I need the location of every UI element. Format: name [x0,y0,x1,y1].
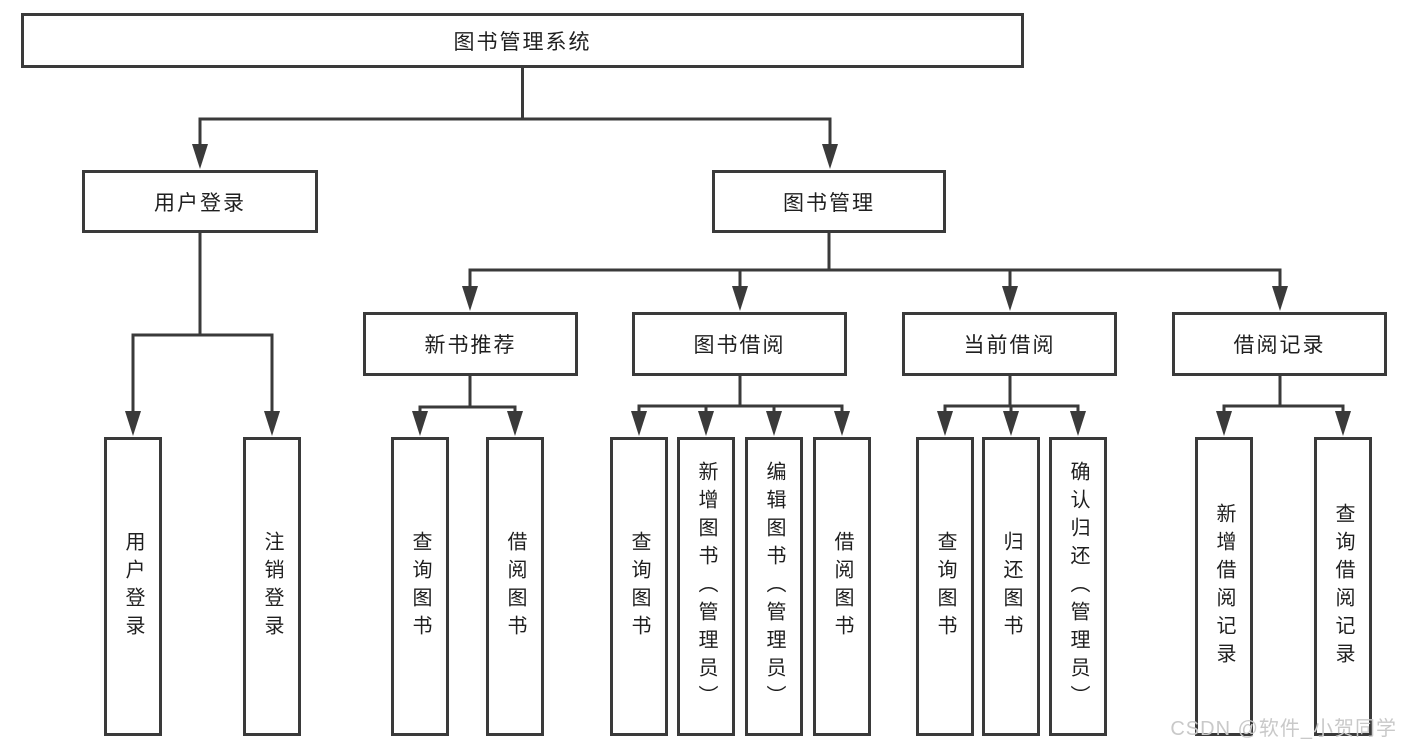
leaf-bw-edit-books-admin: 编辑图书（管理员） [745,437,803,736]
leaf-rec-query-record: 查询借阅记录 [1314,437,1372,736]
node-book-management: 图书管理 [712,170,946,233]
node-book-management-label: 图书管理 [783,191,875,215]
leaf-rec-query-record-label: 查询借阅记录 [1332,502,1354,671]
leaf-cur-query-books: 查询图书 [916,437,974,736]
leaf-logout-label: 注销登录 [261,530,283,643]
leaf-bw-query-books: 查询图书 [610,437,668,736]
leaf-cur-confirm-return-admin: 确认归还（管理员） [1049,437,1107,736]
node-current-borrow-label: 当前借阅 [963,334,1056,357]
leaf-bw-borrow-books: 借阅图书 [813,437,871,736]
node-user-login-label: 用户登录 [154,191,246,215]
leaf-rec-add-record: 新增借阅记录 [1195,437,1253,736]
leaf-user-login-label: 用户登录 [122,530,144,643]
node-user-login: 用户登录 [82,170,318,233]
node-new-book-recommend: 新书推荐 [363,312,578,376]
node-new-book-recommend-label: 新书推荐 [424,334,517,357]
leaf-bw-add-books-admin: 新增图书（管理员） [677,437,735,736]
node-root-label: 图书管理系统 [453,30,592,54]
leaf-cur-return-books-label: 归还图书 [1000,530,1022,643]
leaf-nb-borrow-books: 借阅图书 [486,437,544,736]
node-book-borrow: 图书借阅 [632,312,847,376]
leaf-bw-edit-books-admin-label: 编辑图书（管理员） [763,460,785,713]
leaf-cur-query-books-label: 查询图书 [934,530,956,643]
leaf-bw-query-books-label: 查询图书 [628,530,650,643]
node-root: 图书管理系统 [21,13,1024,68]
leaf-cur-confirm-return-admin-label: 确认归还（管理员） [1067,460,1089,713]
leaf-nb-query-books-label: 查询图书 [409,530,431,643]
arrowheads [125,144,1351,436]
leaf-nb-query-books: 查询图书 [391,437,449,736]
node-book-borrow-label: 图书借阅 [693,334,786,357]
leaf-bw-borrow-books-label: 借阅图书 [831,530,853,643]
node-borrow-records: 借阅记录 [1172,312,1387,376]
leaf-logout: 注销登录 [243,437,301,736]
leaf-rec-add-record-label: 新增借阅记录 [1213,502,1235,671]
node-borrow-records-label: 借阅记录 [1233,334,1326,357]
leaf-user-login: 用户登录 [104,437,162,736]
csdn-watermark: CSDN @软件_小贺同学 [1170,718,1397,740]
leaf-nb-borrow-books-label: 借阅图书 [504,530,526,643]
leaf-bw-add-books-admin-label: 新增图书（管理员） [695,460,717,713]
leaf-cur-return-books: 归还图书 [982,437,1040,736]
node-current-borrow: 当前借阅 [902,312,1117,376]
